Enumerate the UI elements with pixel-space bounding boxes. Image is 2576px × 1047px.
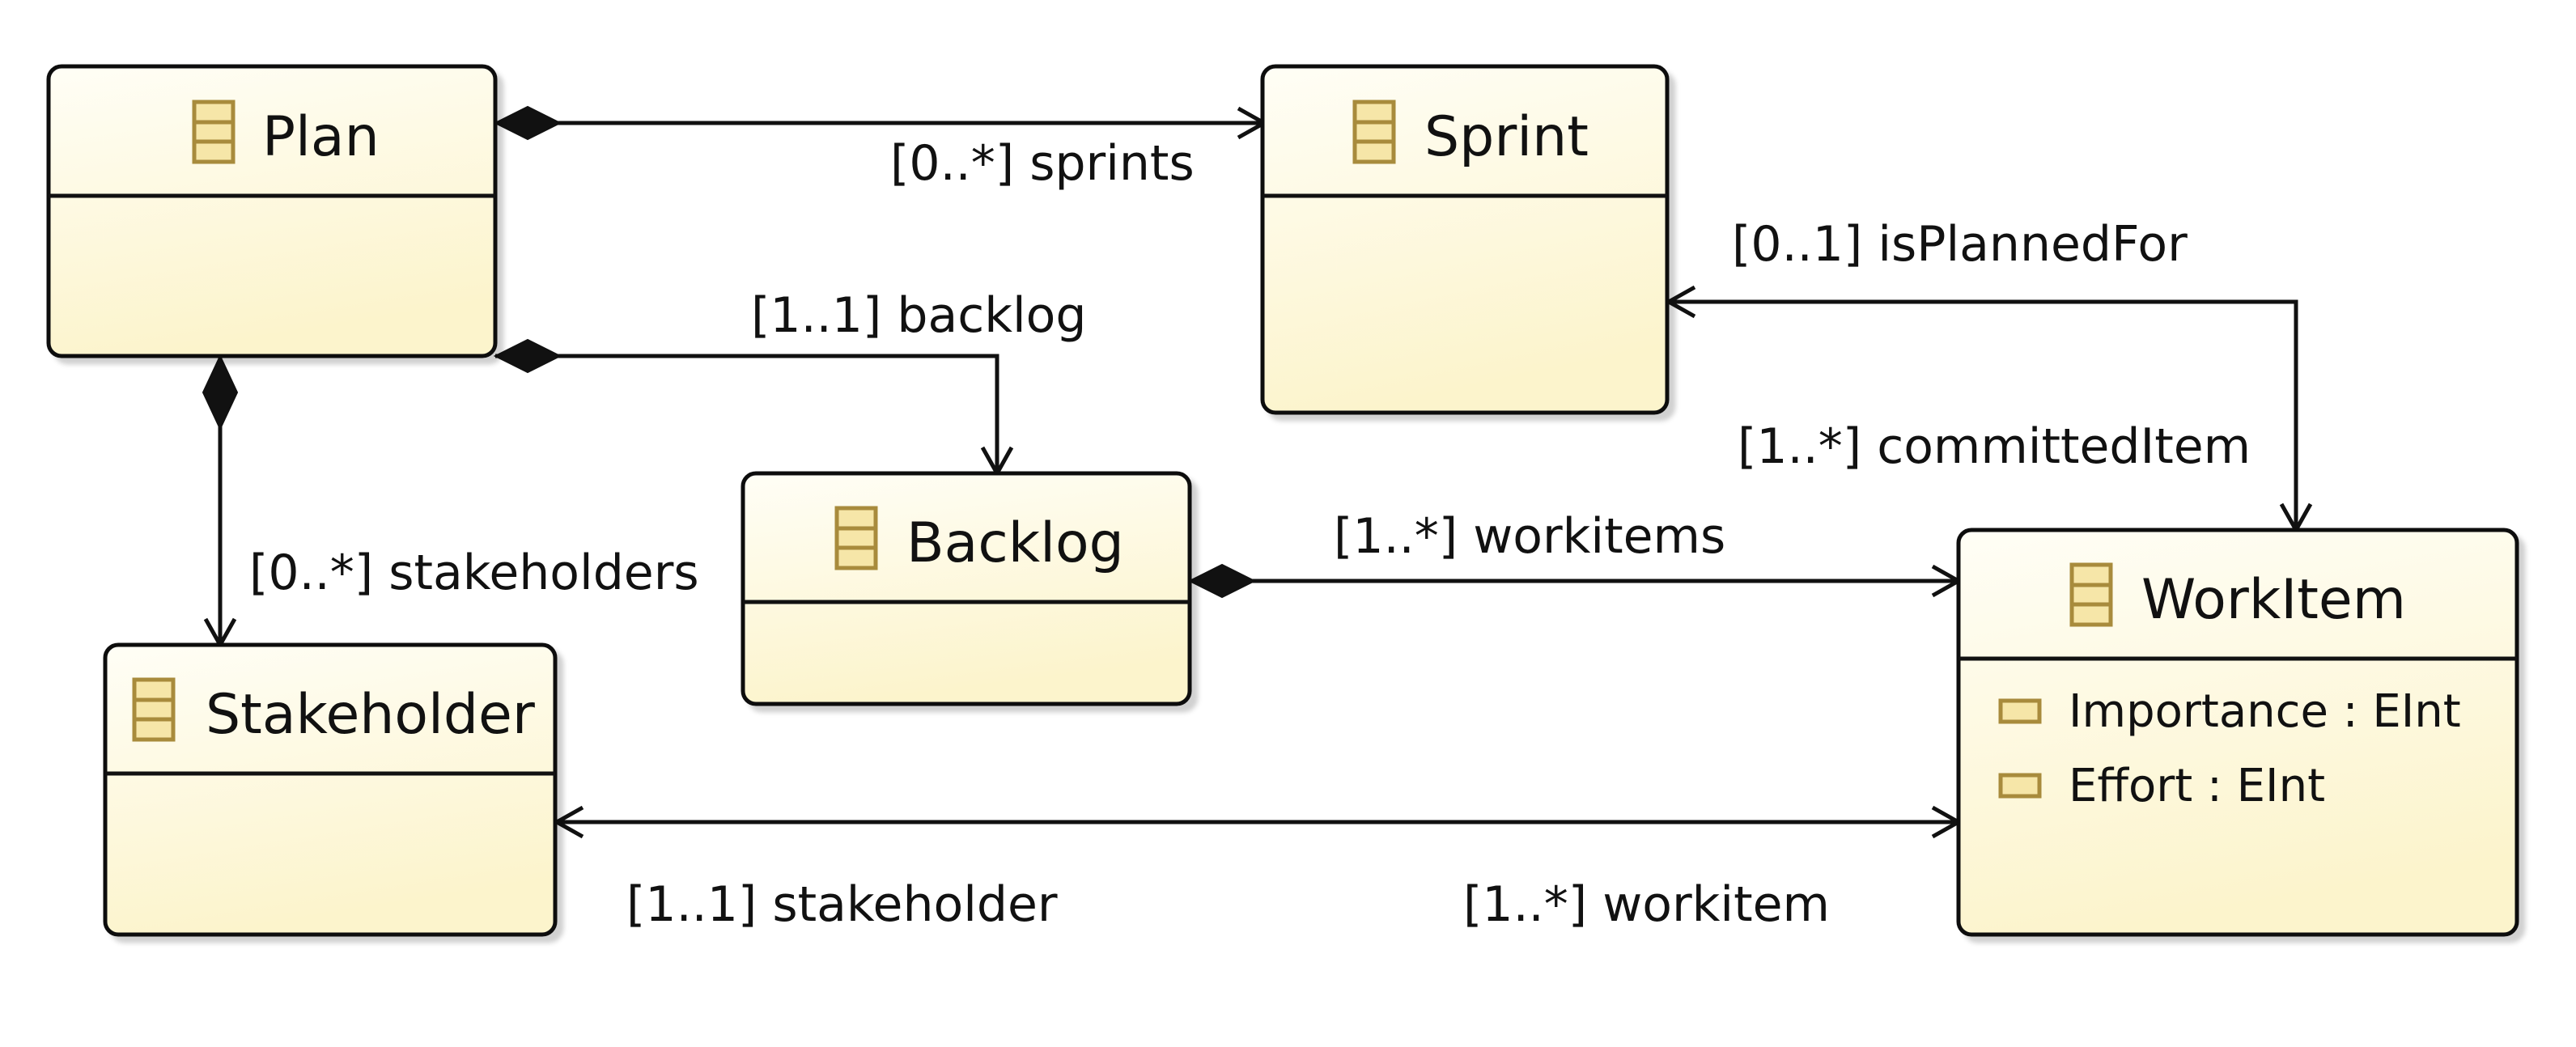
attribute-icon <box>1998 698 2042 724</box>
class-name-stakeholder: Stakeholder <box>206 683 535 747</box>
edge-backlog-workitems[interactable] <box>1187 563 1963 599</box>
label-isPlannedFor: [0..1] isPlannedFor <box>1732 216 2188 273</box>
label-stakeholders: [0..*] stakeholders <box>249 545 699 601</box>
class-icon <box>1352 100 1396 164</box>
class-plan[interactable]: Plan <box>46 64 498 358</box>
edge-plan-sprints[interactable] <box>493 105 1269 141</box>
label-workitem: [1..*] workitem <box>1463 876 1830 933</box>
attribute-label: Importance : EInt <box>2069 685 2461 738</box>
attribute-label: Effort : EInt <box>2069 760 2325 812</box>
label-stakeholder: [1..1] stakeholder <box>626 876 1058 933</box>
label-workitems: [1..*] workitems <box>1334 508 1725 565</box>
label-committedItem: [1..*] committedItem <box>1738 418 2251 475</box>
class-name-sprint: Sprint <box>1424 105 1589 169</box>
edge-plan-stakeholders[interactable] <box>202 354 239 650</box>
class-icon <box>132 677 176 742</box>
class-icon <box>192 100 236 164</box>
edge-sprint-workitem[interactable] <box>1664 285 2313 535</box>
edge-plan-backlog[interactable] <box>493 338 1014 478</box>
attribute-icon <box>1998 773 2042 799</box>
class-backlog[interactable]: Backlog <box>741 471 1192 706</box>
class-name-backlog: Backlog <box>906 511 1124 575</box>
label-backlog: [1..1] backlog <box>751 287 1086 344</box>
class-icon <box>2069 562 2113 627</box>
class-stakeholder[interactable]: Stakeholder <box>103 642 558 937</box>
attribute-importance[interactable]: Importance : EInt <box>1998 685 2461 738</box>
label-sprints: [0..*] sprints <box>890 135 1195 192</box>
edge-stakeholder-workitem[interactable] <box>552 805 1963 839</box>
class-icon <box>834 506 878 570</box>
class-name-workitem: WorkItem <box>2141 568 2406 632</box>
class-sprint[interactable]: Sprint <box>1260 64 1670 415</box>
class-workitem[interactable]: WorkItem Importance : EInt Effort : EInt <box>1956 528 2519 937</box>
class-name-plan: Plan <box>262 105 380 169</box>
attribute-effort[interactable]: Effort : EInt <box>1998 760 2325 812</box>
